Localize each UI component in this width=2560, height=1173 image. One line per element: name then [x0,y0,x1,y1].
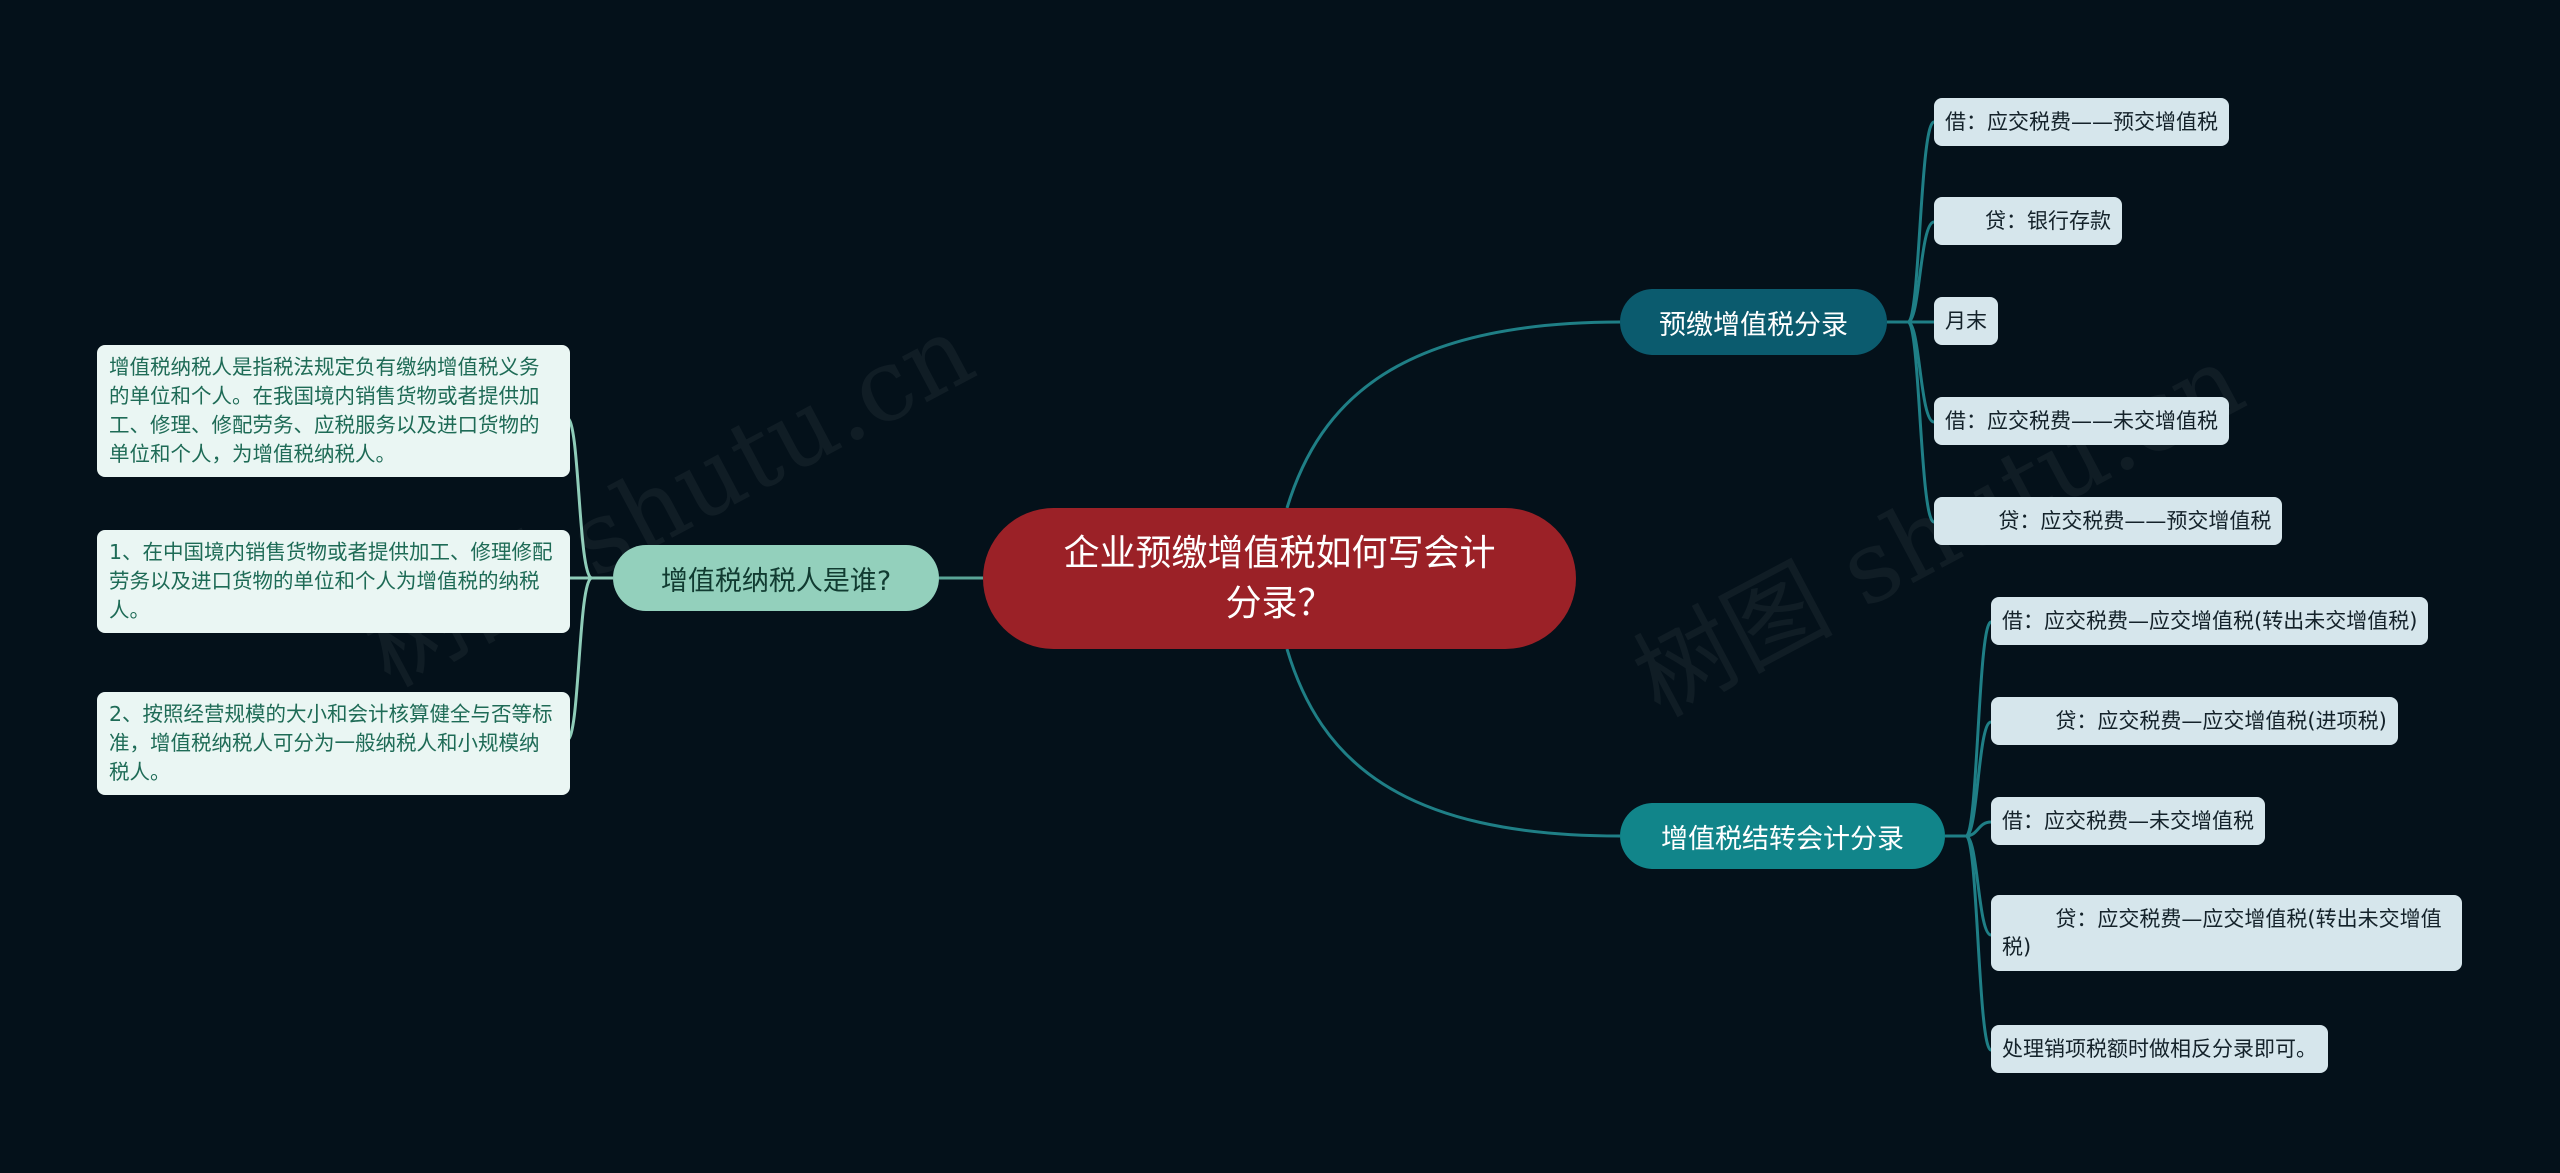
leaf-b1-4[interactable]: 借：应交税费——未交增值税 [1934,397,2229,445]
leaf-label: 贷：应交税费—应交增值税(进项税) [2002,709,2387,733]
edge-b2-l5 [1964,834,1993,1052]
root-topic[interactable]: 企业预缴增值税如何写会计分录？ [983,508,1576,649]
edge-b2-l3 [1965,820,1992,838]
leaf-label: 1、在中国境内销售货物或者提供加工、修理修配劳务以及进口货物的单位和个人为增值税… [109,540,553,622]
leaf-label: 月末 [1945,309,1987,333]
leaf-b2-5[interactable]: 处理销项税额时做相反分录即可。 [1991,1025,2328,1073]
edge-b1-l1 [1887,120,1936,324]
edge-b2-l2 [1964,720,1992,838]
leaf-label: 借：应交税费——预交增值税 [1945,110,2218,134]
edge-b1-l2 [1907,220,1935,324]
leaf-label: 贷：应交税费——预交增值税 [1945,509,2272,533]
edge-b3-l1 [565,416,613,580]
leaf-b2-3[interactable]: 借：应交税费—未交增值税 [1991,797,2265,845]
leaf-b3-1[interactable]: 增值税纳税人是指税法规定负有缴纳增值税义务的单位和个人。在我国境内销售货物或者提… [97,345,570,477]
leaf-b2-1[interactable]: 借：应交税费—应交增值税(转出未交增值税) [1991,597,2429,645]
edge-b1-l5 [1906,320,1936,524]
leaf-b3-2[interactable]: 1、在中国境内销售货物或者提供加工、修理修配劳务以及进口货物的单位和个人为增值税… [97,530,570,633]
leaf-b2-4[interactable]: 贷：应交税费—应交增值税(转出未交增值税) [1991,895,2462,971]
edge-root-branch2 [1285,648,1621,838]
root-title: 企业预缴增值税如何写会计分录？ [1063,532,1496,624]
leaf-label: 增值税纳税人是指税法规定负有缴纳增值税义务的单位和个人。在我国境内销售货物或者提… [109,355,540,466]
leaf-b1-3[interactable]: 月末 [1934,297,1998,345]
leaf-label: 借：应交税费——未交增值税 [1945,409,2218,433]
leaf-label: 2、按照经营规模的大小和会计核算健全与否等标准，增值税纳税人可分为一般纳税人和小… [109,702,553,784]
leaf-label: 借：应交税费—应交增值税(转出未交增值税) [2002,609,2418,633]
leaf-b1-2[interactable]: 贷：银行存款 [1934,197,2123,245]
branch-prepay-entries[interactable]: 预缴增值税分录 [1620,289,1887,355]
edge-b2-l1 [1945,620,1993,838]
edge-b3-l3 [565,576,594,742]
leaf-b2-2[interactable]: 贷：应交税费—应交增值税(进项税) [1991,697,2398,745]
leaf-label: 处理销项税额时做相反分录即可。 [2002,1037,2317,1061]
leaf-label: 贷：银行存款 [1945,209,2112,233]
branch-label: 增值税纳税人是谁? [660,565,892,597]
leaf-b1-1[interactable]: 借：应交税费——预交增值税 [1934,98,2229,146]
leaf-b1-5[interactable]: 贷：应交税费——预交增值税 [1934,497,2283,545]
leaf-label: 贷：应交税费—应交增值税(转出未交增值税) [2002,907,2442,959]
branch-label: 预缴增值税分录 [1659,309,1848,341]
branch-label: 增值税结转会计分录 [1661,823,1904,855]
branch-vat-taxpayer[interactable]: 增值税纳税人是谁? [613,545,939,611]
leaf-b3-3[interactable]: 2、按照经营规模的大小和会计核算健全与否等标准，增值税纳税人可分为一般纳税人和小… [97,692,570,795]
branch-vat-transfer-entries[interactable]: 增值税结转会计分录 [1620,803,1945,869]
leaf-label: 借：应交税费—未交增值税 [2002,809,2254,833]
edge-root-branch1 [1285,320,1621,509]
